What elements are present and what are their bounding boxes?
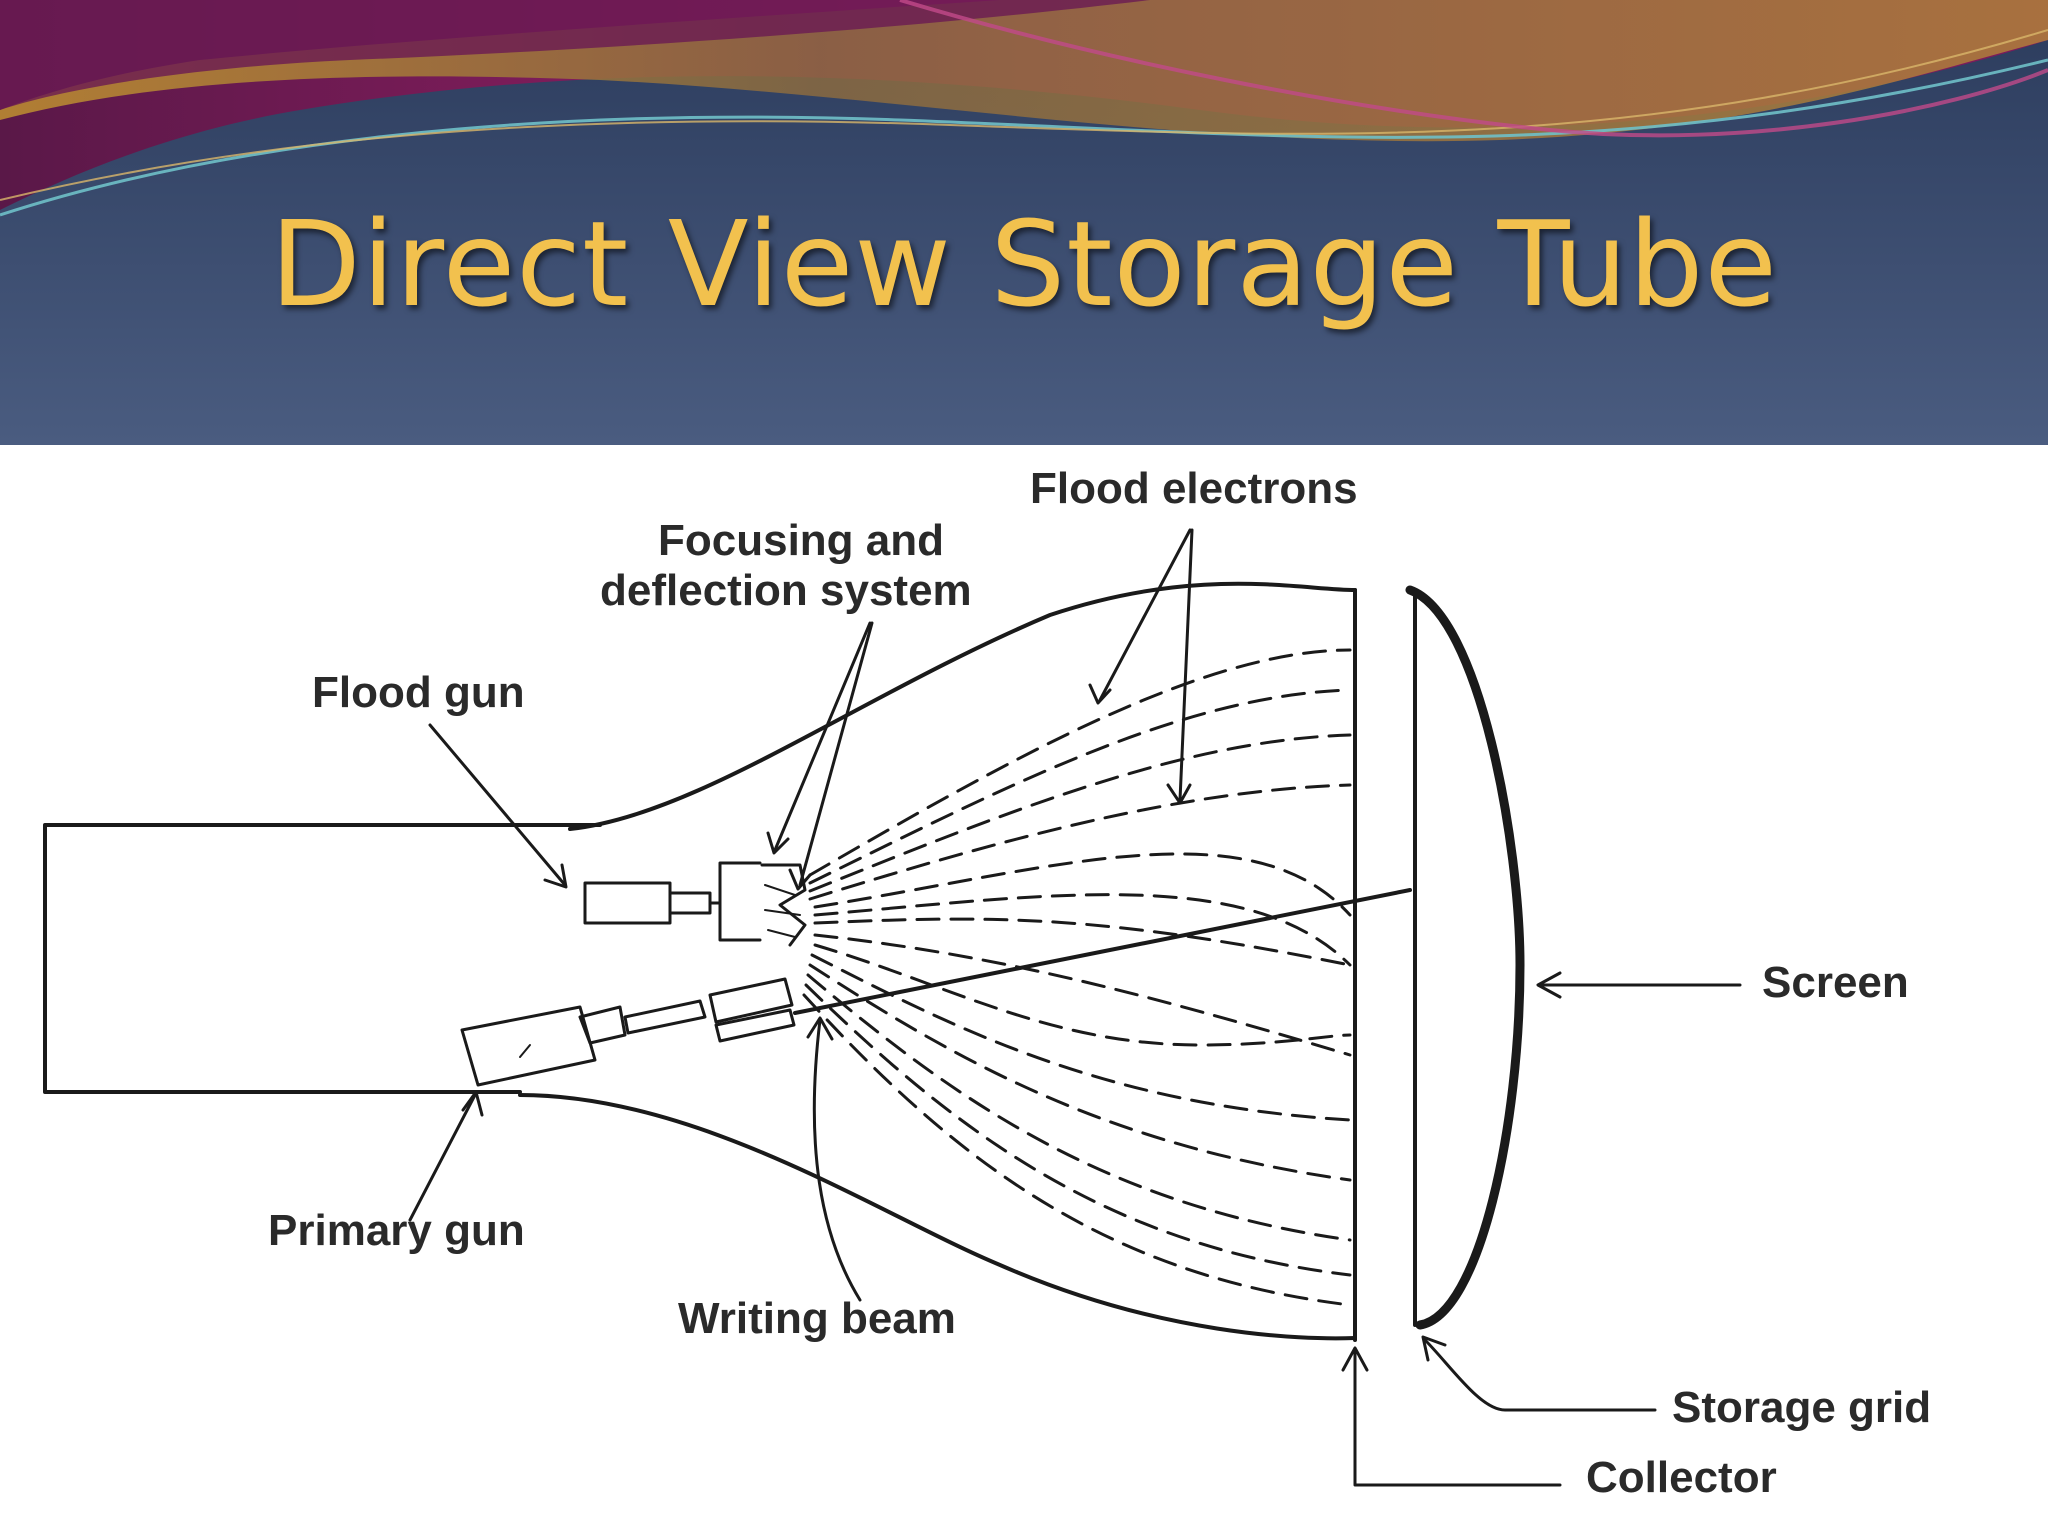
leader-arrows [408, 528, 1742, 1487]
label-writing-beam: Writing beam [678, 1294, 956, 1343]
screen-face [1405, 585, 1525, 1330]
primary-gun [460, 977, 796, 1087]
label-flood-electrons: Flood electrons [1030, 464, 1358, 513]
slide-title: Direct View Storage Tube [270, 195, 1778, 333]
flood-gun [583, 881, 722, 925]
label-flood-gun: Flood gun [312, 668, 525, 717]
dvst-diagram: Flood electrons Focusing and deflection … [0, 445, 2048, 1536]
tube-drawing [43, 528, 1742, 1487]
label-focusing-line2: deflection system [600, 566, 972, 615]
writing-beam [793, 888, 1412, 1015]
tube-envelope [43, 581, 1357, 1341]
label-focusing-line1: Focusing and [658, 516, 944, 565]
flood-electron-paths [802, 648, 1352, 1307]
focusing-deflection-system [718, 861, 807, 947]
title-banner: Direct View Storage Tube [0, 0, 2048, 445]
label-primary-gun: Primary gun [268, 1206, 525, 1255]
label-collector: Collector [1586, 1453, 1777, 1502]
banner-background [0, 0, 2048, 445]
label-screen: Screen [1762, 958, 1909, 1007]
label-storage-grid: Storage grid [1672, 1383, 1932, 1432]
